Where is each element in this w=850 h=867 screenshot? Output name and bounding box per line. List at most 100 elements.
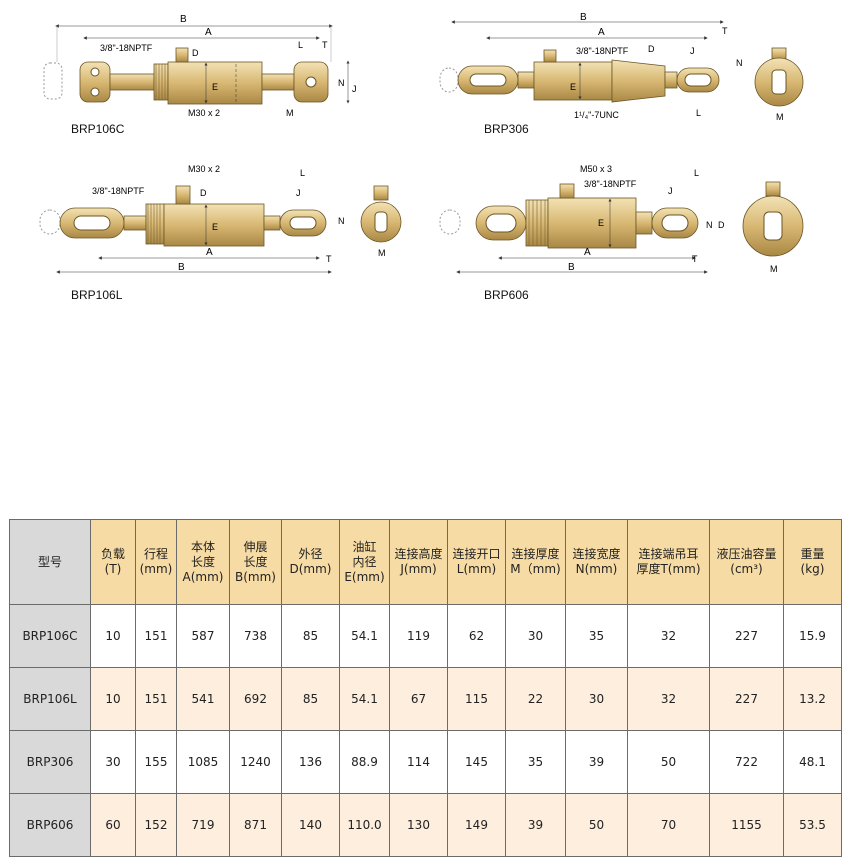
svg-text:N: N — [706, 220, 713, 230]
column-header-line: 油缸 — [352, 539, 377, 554]
table-cell: 145 — [447, 730, 506, 794]
svg-text:M30 x 2: M30 x 2 — [188, 164, 220, 174]
column-header-line: 液压油容量 — [716, 547, 777, 561]
diagram-brp106l: 3/8"-18NPTF M30 x 2 D E L J N A B T M — [39, 164, 402, 274]
svg-text:L: L — [694, 168, 699, 178]
svg-text:J: J — [690, 46, 695, 56]
column-header-line: (cm³) — [730, 562, 763, 576]
svg-text:L: L — [298, 40, 303, 50]
table-cell: 62 — [447, 604, 506, 668]
column-header-line: (kg) — [800, 562, 825, 576]
table-cell: 35 — [565, 604, 628, 668]
table-cell: 54.1 — [339, 604, 390, 668]
svg-text:N: N — [338, 78, 345, 88]
table-cell: 719 — [176, 793, 230, 857]
column-header-line: 长度 — [243, 554, 268, 569]
diagram-label-brp106c: BRP106C — [71, 122, 125, 136]
svg-text:A: A — [206, 247, 213, 258]
svg-text:N: N — [338, 216, 345, 226]
column-header-line: 重量 — [800, 547, 825, 561]
table-cell: 10 — [90, 667, 136, 731]
column-header-line: 行程 — [143, 547, 168, 561]
table-cell: 30 — [565, 667, 628, 731]
column-header-line: J(mm) — [400, 562, 437, 576]
table-cell: 541 — [176, 667, 230, 731]
svg-text:L: L — [300, 168, 305, 178]
svg-text:E: E — [570, 82, 576, 92]
column-header-line: 厚度T(mm) — [636, 562, 701, 576]
table-cell: 151 — [135, 604, 177, 668]
svg-text:E: E — [212, 82, 218, 92]
table-cell: 738 — [229, 604, 282, 668]
svg-text:1¹/₄"-7UNC: 1¹/₄"-7UNC — [574, 110, 619, 120]
table-cell: 722 — [709, 730, 784, 794]
table-cell: 130 — [389, 793, 448, 857]
column-header: 型号 — [9, 519, 91, 605]
table-cell: 1240 — [229, 730, 282, 794]
svg-text:M: M — [770, 264, 778, 274]
column-header-line: 连接宽度 — [572, 547, 621, 561]
table-cell: 32 — [627, 604, 710, 668]
column-header-line: L(mm) — [456, 562, 497, 576]
svg-text:3/8"-18NPTF: 3/8"-18NPTF — [576, 46, 629, 56]
column-header-line: 连接厚度 — [511, 547, 560, 561]
dim-b-label: B — [180, 14, 187, 25]
table-cell: 149 — [447, 793, 506, 857]
svg-text:M50 x 3: M50 x 3 — [580, 164, 612, 174]
column-header-line: M（mm) — [510, 562, 561, 576]
port-thread-label: M30 x 2 — [188, 108, 220, 118]
table-cell: 39 — [565, 730, 628, 794]
technical-drawings: B A D 3/8"-18NPTF E M30 x 2 M L T N J — [39, 12, 804, 274]
column-header-line: 负载 — [100, 547, 125, 561]
model-cell: BRP106C — [9, 604, 91, 668]
svg-text:N: N — [736, 58, 743, 68]
table-cell: 39 — [505, 793, 566, 857]
column-header-line: 本体 — [190, 539, 215, 554]
table-cell: 15.9 — [783, 604, 842, 668]
model-cell: BRP306 — [9, 730, 91, 794]
column-header-line: 连接高度 — [394, 547, 443, 561]
column-header-line: 外径 — [298, 547, 323, 561]
svg-text:L: L — [696, 108, 701, 118]
svg-text:D: D — [718, 220, 725, 230]
diagram-brp306: B A 3/8"-18NPTF D E 1¹/₄"-7UNC J T N L M — [439, 12, 804, 122]
table-cell: 53.5 — [783, 793, 842, 857]
table-cell: 50 — [565, 793, 628, 857]
table-cell: 227 — [709, 667, 784, 731]
svg-text:J: J — [296, 188, 301, 198]
svg-text:B: B — [580, 12, 587, 23]
table-cell: 50 — [627, 730, 710, 794]
table-cell: 136 — [281, 730, 340, 794]
column-header-line: 型号 — [37, 554, 62, 569]
svg-text:M: M — [378, 248, 386, 258]
table-cell: 88.9 — [339, 730, 390, 794]
table-cell: 114 — [389, 730, 448, 794]
column-header-line: A(mm) — [182, 569, 224, 584]
table-cell: 140 — [281, 793, 340, 857]
svg-text:T: T — [326, 254, 332, 264]
column-header: 负载(T) — [90, 519, 136, 605]
diagram-brp606: M50 x 3 3/8"-18NPTF E J L N D A B T M — [439, 164, 804, 274]
column-header: 重量(kg) — [783, 519, 842, 605]
table-cell: 35 — [505, 730, 566, 794]
svg-text:3/8"-18NPTF: 3/8"-18NPTF — [584, 179, 637, 189]
column-header: 液压油容量(cm³) — [709, 519, 784, 605]
svg-text:3/8"-18NPTF: 3/8"-18NPTF — [92, 186, 145, 196]
model-cell: BRP606 — [9, 793, 91, 857]
column-header-line: D(mm) — [289, 562, 332, 576]
table-cell: 227 — [709, 604, 784, 668]
table-cell: 22 — [505, 667, 566, 731]
table-cell: 1085 — [176, 730, 230, 794]
svg-text:M: M — [286, 108, 294, 118]
diagram-brp106c: B A D 3/8"-18NPTF E M30 x 2 M L T N J — [43, 14, 357, 118]
table-cell: 13.2 — [783, 667, 842, 731]
table-cell: 151 — [135, 667, 177, 731]
column-header-line: B(mm) — [235, 569, 276, 584]
